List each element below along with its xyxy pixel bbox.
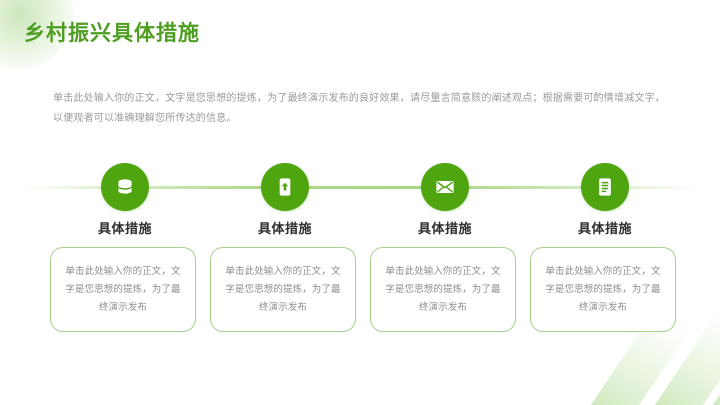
measure-item-3[interactable]: 具体措施 单击此处输入你的正文，文字是您思想的提炼，为了最终演示发布 — [365, 0, 525, 405]
measure-heading: 具体措施 — [257, 221, 312, 236]
measure-heading: 具体措施 — [577, 221, 632, 236]
upload-document-icon[interactable] — [261, 163, 309, 211]
measure-item-1[interactable]: 具体措施 单击此处输入你的正文，文字是您思想的提炼，为了最终演示发布 — [45, 0, 205, 405]
database-icon[interactable] — [101, 163, 149, 211]
measure-heading: 具体措施 — [97, 221, 152, 236]
document-lines-icon[interactable] — [581, 163, 629, 211]
measure-body: 单击此处输入你的正文，文字是您思想的提炼，为了最终演示发布 — [65, 265, 181, 313]
measure-card: 单击此处输入你的正文，文字是您思想的提炼，为了最终演示发布 — [210, 247, 356, 332]
measure-heading: 具体措施 — [417, 221, 472, 236]
measure-card: 单击此处输入你的正文，文字是您思想的提炼，为了最终演示发布 — [50, 247, 196, 332]
measure-item-2[interactable]: 具体措施 单击此处输入你的正文，文字是您思想的提炼，为了最终演示发布 — [205, 0, 365, 405]
measure-card: 单击此处输入你的正文，文字是您思想的提炼，为了最终演示发布 — [530, 247, 676, 332]
measure-body: 单击此处输入你的正文，文字是您思想的提炼，为了最终演示发布 — [225, 265, 341, 313]
envelope-icon[interactable] — [421, 163, 469, 211]
measure-item-4[interactable]: 具体措施 单击此处输入你的正文，文字是您思想的提炼，为了最终演示发布 — [525, 0, 685, 405]
intro-paragraph: 单击此处输入你的正文，文字是您思想的提炼，为了最终演示发布的良好效果，请尽量言简… — [53, 93, 665, 124]
measure-card: 单击此处输入你的正文，文字是您思想的提炼，为了最终演示发布 — [370, 247, 516, 332]
measure-body: 单击此处输入你的正文，文字是您思想的提炼，为了最终演示发布 — [545, 265, 661, 313]
page-title: 乡村振兴具体措施 — [24, 22, 200, 45]
measure-body: 单击此处输入你的正文，文字是您思想的提炼，为了最终演示发布 — [385, 265, 501, 313]
